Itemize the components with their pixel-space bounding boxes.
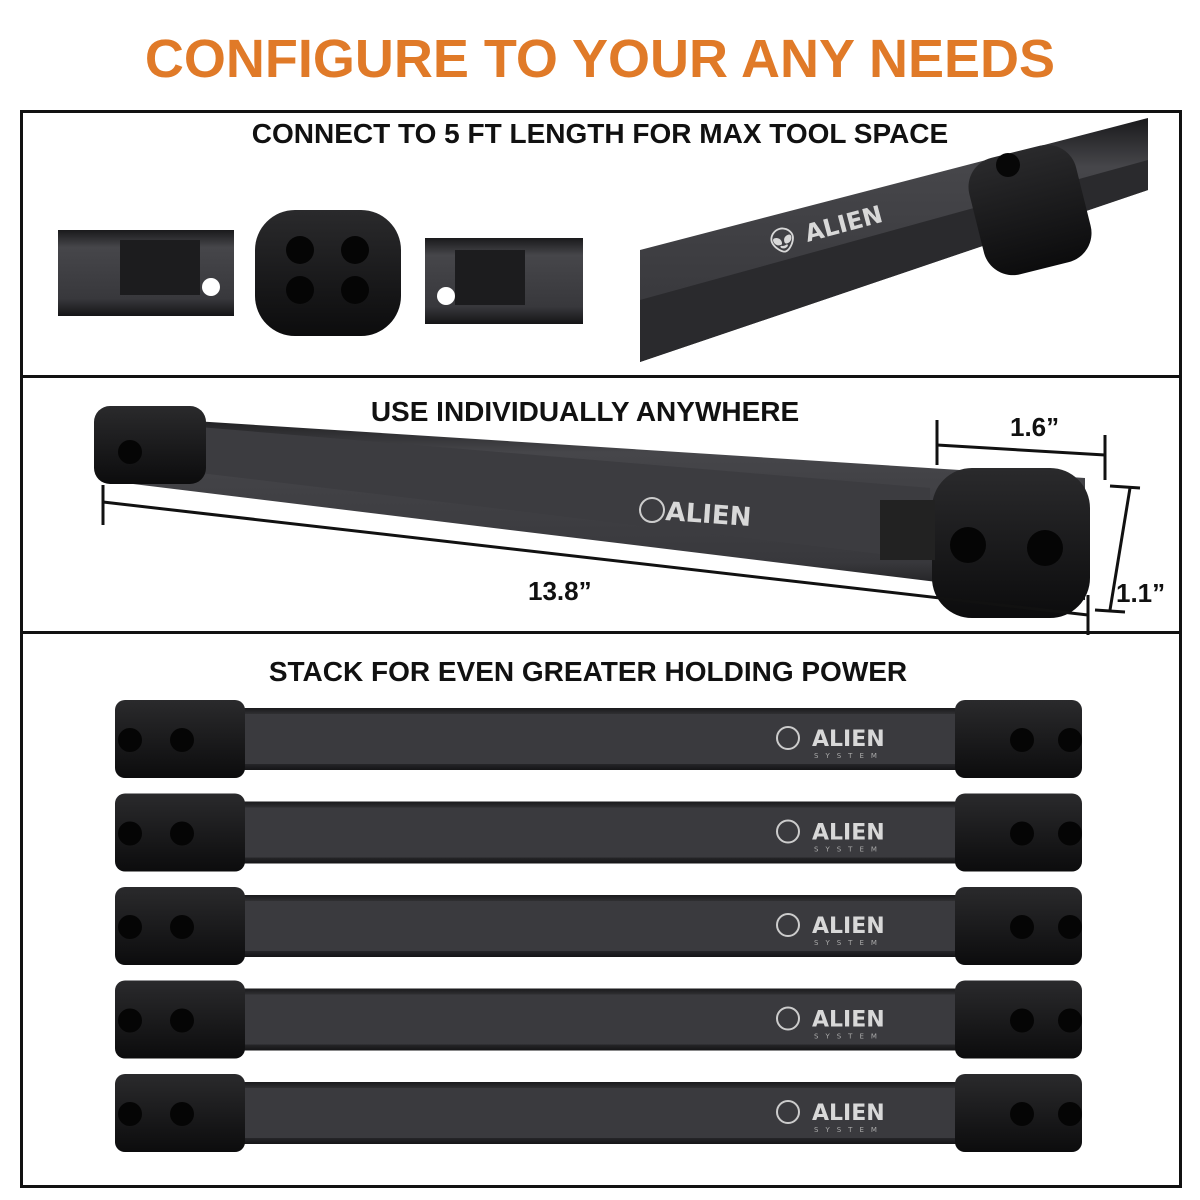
- panel-frame: [20, 110, 1182, 1188]
- brand-logo: ALIEN: [812, 1008, 885, 1033]
- brand-logo-sub: SYSTEM: [814, 1033, 884, 1041]
- dimension-lines: [101, 420, 1141, 635]
- headline: CONFIGURE TO YOUR ANY NEEDS: [144, 29, 1056, 89]
- end-cap-connector: [255, 210, 401, 336]
- brand-logo-sub: SYSTEM: [814, 846, 884, 854]
- brand-logo-sub: SYSTEM: [814, 939, 884, 947]
- bar-segment-left: [58, 230, 234, 316]
- divider: [20, 631, 1182, 634]
- single-bar: ALIEN: [94, 406, 1090, 618]
- panel-2-caption: USE INDIVIDUALLY ANYWHERE: [370, 396, 800, 427]
- height-dimension: 1.1”: [1116, 578, 1165, 608]
- brand-logo: ALIEN: [812, 727, 885, 752]
- brand-logo: ALIEN: [812, 821, 885, 846]
- width-dimension: 1.6”: [1010, 412, 1059, 442]
- panel-3-caption: STACK FOR EVEN GREATER HOLDING POWER: [268, 656, 908, 687]
- stacked-bars: ALIENSYSTEMALIENSYSTEMALIENSYSTEMALIENSY…: [115, 700, 1082, 1152]
- brand-logo: ALIEN: [812, 914, 885, 939]
- brand-logo-sub: SYSTEM: [814, 752, 884, 760]
- panel-1-caption: CONNECT TO 5 FT LENGTH FOR MAX TOOL SPAC…: [251, 118, 949, 149]
- brand-logo: ALIEN: [665, 497, 753, 533]
- brand-logo: ALIEN: [812, 1101, 885, 1126]
- divider: [20, 375, 1182, 378]
- connected-bars: 👽︎ ALIEN: [640, 118, 1148, 362]
- bar-segment-right: [425, 238, 583, 324]
- length-dimension: 13.8”: [528, 576, 592, 606]
- brand-logo-sub: SYSTEM: [814, 1126, 884, 1134]
